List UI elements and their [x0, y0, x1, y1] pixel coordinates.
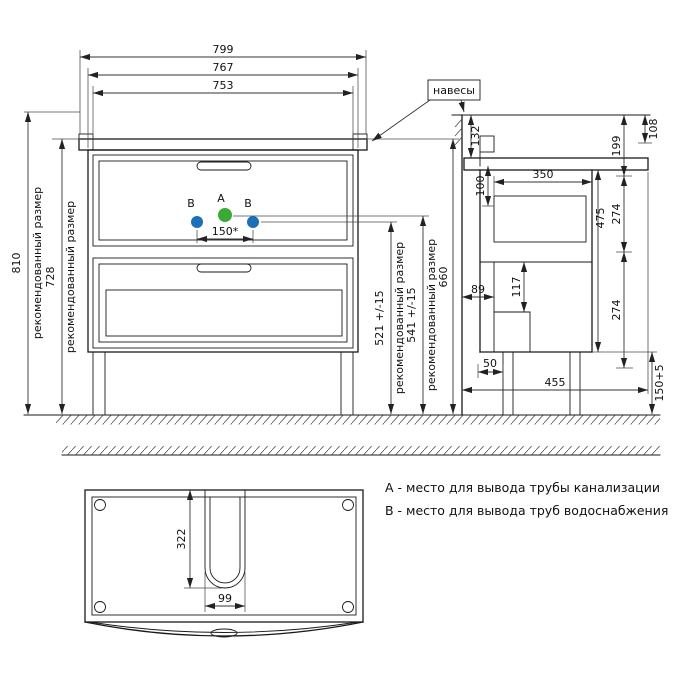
- hanger-block-left: [78, 133, 94, 151]
- plan-view: [84, 489, 364, 638]
- dim-label-50: 50: [483, 357, 497, 370]
- drawer-2-inner: [98, 263, 348, 343]
- recommended-label-541: рекомендованный размер: [425, 239, 438, 391]
- leg-right: [340, 351, 354, 416]
- dim-label-753: 753: [213, 79, 234, 92]
- pipe-markers: В А В 150*: [187, 192, 259, 243]
- drawer-box-side: [493, 195, 587, 243]
- dim-label-117: 117: [510, 277, 523, 298]
- plan-leg-back-right: [342, 499, 354, 511]
- leg-front-side: [569, 351, 581, 416]
- marker-b-right-label: В: [244, 197, 252, 210]
- marker-a-circle: [218, 208, 232, 222]
- plan-leg-back-left: [94, 499, 106, 511]
- legend-line-b: В - место для вывода труб водоснабжения: [385, 503, 668, 518]
- dim-label-274-upper: 274: [610, 204, 623, 225]
- plan-front-bow-outer: [84, 621, 364, 637]
- plan-front-handle: [210, 628, 238, 638]
- dim-label-728: 728: [44, 267, 57, 288]
- side-view-dimensions: 132 100 350 475 199 274 274 108 117 89 5…: [462, 115, 666, 414]
- recommended-label-810: рекомендованный размер: [31, 187, 44, 339]
- hangers-leader-right: [458, 99, 465, 113]
- plan-leg-front-left: [94, 601, 106, 613]
- plan-view-dimensions: 322 99: [175, 490, 246, 612]
- hanger-bracket-side: [479, 135, 495, 153]
- marker-a-label: А: [217, 192, 225, 205]
- drawer-1: [92, 154, 354, 247]
- plan-front-bow-inner: [89, 621, 359, 633]
- dim-label-99: 99: [218, 592, 232, 605]
- dim-label-150: 150*: [212, 225, 239, 238]
- hanger-block-right: [352, 133, 368, 151]
- legend-line-a: А - место для вывода трубы канализации: [385, 480, 660, 495]
- leg-left: [92, 351, 106, 416]
- drawer-2: [92, 257, 354, 349]
- dim-label-108: 108: [647, 119, 660, 140]
- dim-label-100: 100: [474, 176, 487, 197]
- hangers-leader-left: [371, 99, 431, 142]
- recommended-label-728: рекомендованный размер: [64, 201, 77, 353]
- dim-label-350: 350: [533, 168, 554, 181]
- cabinet-body-front: [87, 149, 359, 353]
- dim-label-660: 660: [437, 267, 450, 288]
- drawer-2-handle: [196, 263, 252, 273]
- hangers-label: навесы: [433, 84, 475, 97]
- floor-line: [23, 414, 661, 425]
- leg-back-side: [502, 351, 514, 416]
- countertop-side: [463, 157, 649, 171]
- dim-label-767: 767: [213, 61, 234, 74]
- dim-label-legs: 150+5: [653, 364, 666, 401]
- countertop-front: [78, 138, 368, 151]
- marker-b-left-label: В: [187, 197, 195, 210]
- dim-label-521: 521 +/-15: [373, 290, 386, 345]
- dim-label-132: 132: [469, 126, 482, 147]
- front-view-dimensions: 799 767 753 810 рекомендованный размер 7…: [10, 43, 459, 416]
- dim-label-455: 455: [545, 376, 566, 389]
- recommended-label-521: рекомендованный размер: [393, 242, 406, 394]
- legend: А - место для вывода трубы канализации В…: [385, 480, 668, 518]
- side-view: [451, 114, 651, 416]
- dim-label-274-lower: 274: [610, 300, 623, 321]
- dim-label-541: 541 +/-15: [405, 287, 418, 342]
- drawer-1-handle: [196, 161, 252, 171]
- dim-label-322: 322: [175, 529, 188, 550]
- hangers-callout: навесы: [371, 79, 481, 142]
- siphon-cutout-outer: [204, 489, 246, 589]
- front-view: [78, 133, 368, 416]
- marker-b-right-circle: [247, 216, 259, 228]
- dim-label-799: 799: [213, 43, 234, 56]
- dim-label-89: 89: [471, 283, 485, 296]
- dim-label-475: 475: [594, 208, 607, 229]
- hangers-callout-box: [427, 79, 481, 101]
- plan-inner-outline: [91, 496, 357, 616]
- dim-label-810: 810: [10, 253, 23, 274]
- drawer-2-panel: [105, 289, 343, 337]
- dim-label-199: 199: [610, 136, 623, 157]
- plan-outline: [84, 489, 364, 623]
- plan-wall-line: [61, 446, 661, 456]
- marker-b-left-circle: [191, 216, 203, 228]
- plan-leg-front-right: [342, 601, 354, 613]
- siphon-cutout-inner: [209, 496, 241, 584]
